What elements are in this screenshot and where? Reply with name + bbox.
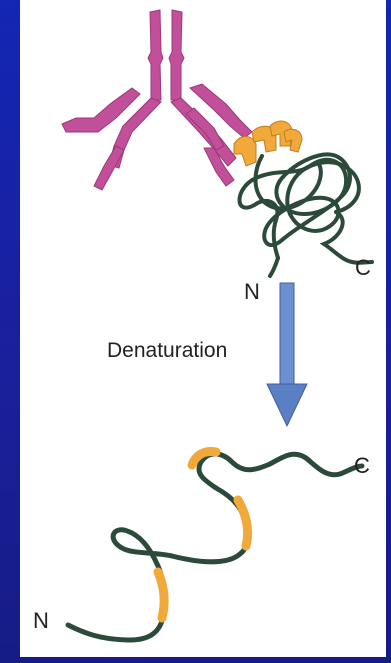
native-protein	[240, 154, 373, 276]
native-c-terminus-label: C	[355, 255, 371, 280]
epitope-segment-4	[284, 129, 302, 152]
denaturation-diagram: N C Denaturation N C	[20, 0, 386, 657]
native-chain-tail-n-extension	[270, 258, 278, 276]
arrow-shaft	[280, 283, 294, 385]
native-n-terminus-label: N	[244, 279, 260, 304]
epitope-segment-1	[234, 137, 256, 167]
denatured-c-terminus-label: C	[354, 453, 370, 478]
denatured-protein	[68, 454, 362, 640]
denaturation-arrow	[267, 283, 307, 426]
arrow-head	[267, 384, 307, 426]
denatured-epitope-segment-2	[238, 500, 248, 546]
denatured-epitope-segment-3	[158, 572, 164, 618]
antibody	[62, 10, 252, 190]
denatured-chain	[68, 454, 362, 640]
denatured-n-terminus-label: N	[33, 608, 49, 633]
antibody-heavy-chain-left	[148, 10, 163, 100]
antibody-heavy-chain-right	[169, 10, 184, 100]
figure-panel: N C Denaturation N C	[20, 0, 386, 657]
process-label: Denaturation	[107, 339, 227, 362]
